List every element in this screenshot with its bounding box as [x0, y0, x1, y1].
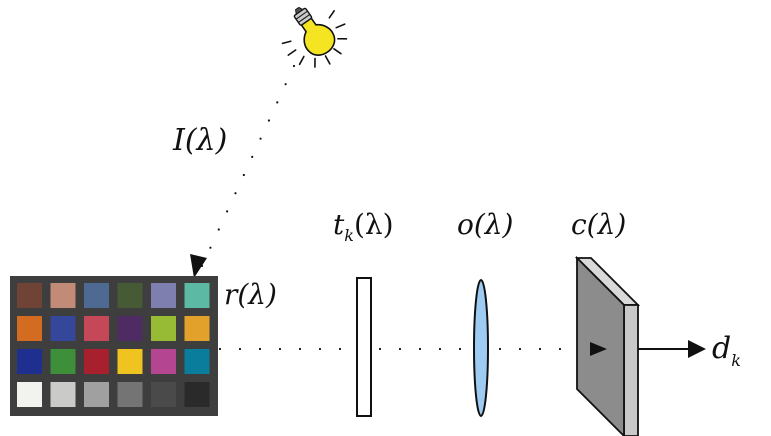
- illumination-arrowhead: [190, 254, 207, 278]
- color-patch: [17, 382, 42, 407]
- color-patch: [84, 349, 109, 374]
- color-patch: [50, 316, 76, 341]
- filter-element: [356, 277, 372, 417]
- reflectance-label: r(λ): [224, 278, 277, 311]
- color-patch: [17, 349, 42, 374]
- bulb-rays: [281, 10, 348, 68]
- color-patch: [184, 382, 210, 407]
- color-patch: [50, 283, 76, 308]
- optics-label: o(λ): [457, 208, 513, 241]
- lightbulb-icon: [281, 6, 348, 68]
- illumination-ray: [200, 64, 296, 268]
- camera-label: c(λ): [571, 208, 626, 241]
- color-patch: [151, 283, 176, 308]
- color-patch: [184, 316, 210, 341]
- color-patch: [117, 382, 143, 407]
- color-patch: [184, 349, 210, 374]
- illumination-label: I(λ): [172, 123, 227, 158]
- color-patch: [151, 382, 176, 407]
- color-patch: [84, 316, 109, 341]
- filter-label: tk(λ): [333, 208, 394, 245]
- sensor-side-edge: [623, 304, 639, 436]
- camera-sensor: [574, 255, 641, 436]
- chart-patches: [17, 283, 210, 407]
- color-patch: [117, 316, 143, 341]
- color-patch: [50, 382, 76, 407]
- color-patch: [17, 316, 42, 341]
- output-arrowhead: [688, 340, 706, 358]
- bulb-glass: [299, 16, 336, 56]
- chart-frame: [10, 276, 218, 416]
- color-patch: [151, 349, 176, 374]
- bulb-base: [293, 6, 313, 26]
- output-label-subscript: k: [731, 351, 741, 370]
- color-patch: [84, 382, 109, 407]
- sensor-arrowhead: [590, 342, 607, 356]
- output-label: dk: [712, 331, 741, 370]
- color-patch: [117, 349, 143, 374]
- output-label-main: d: [712, 331, 731, 366]
- filter-label-suffix: (λ): [354, 208, 394, 241]
- filter-label-main: t: [333, 208, 345, 241]
- color-checker-chart: [10, 276, 218, 416]
- lens-element: [473, 279, 489, 417]
- color-patch: [184, 283, 210, 308]
- color-patch: [50, 349, 76, 374]
- color-patch: [84, 283, 109, 308]
- color-patch: [117, 283, 143, 308]
- color-patch: [151, 316, 176, 341]
- filter-label-subscript: k: [344, 226, 354, 245]
- color-patch: [17, 283, 42, 308]
